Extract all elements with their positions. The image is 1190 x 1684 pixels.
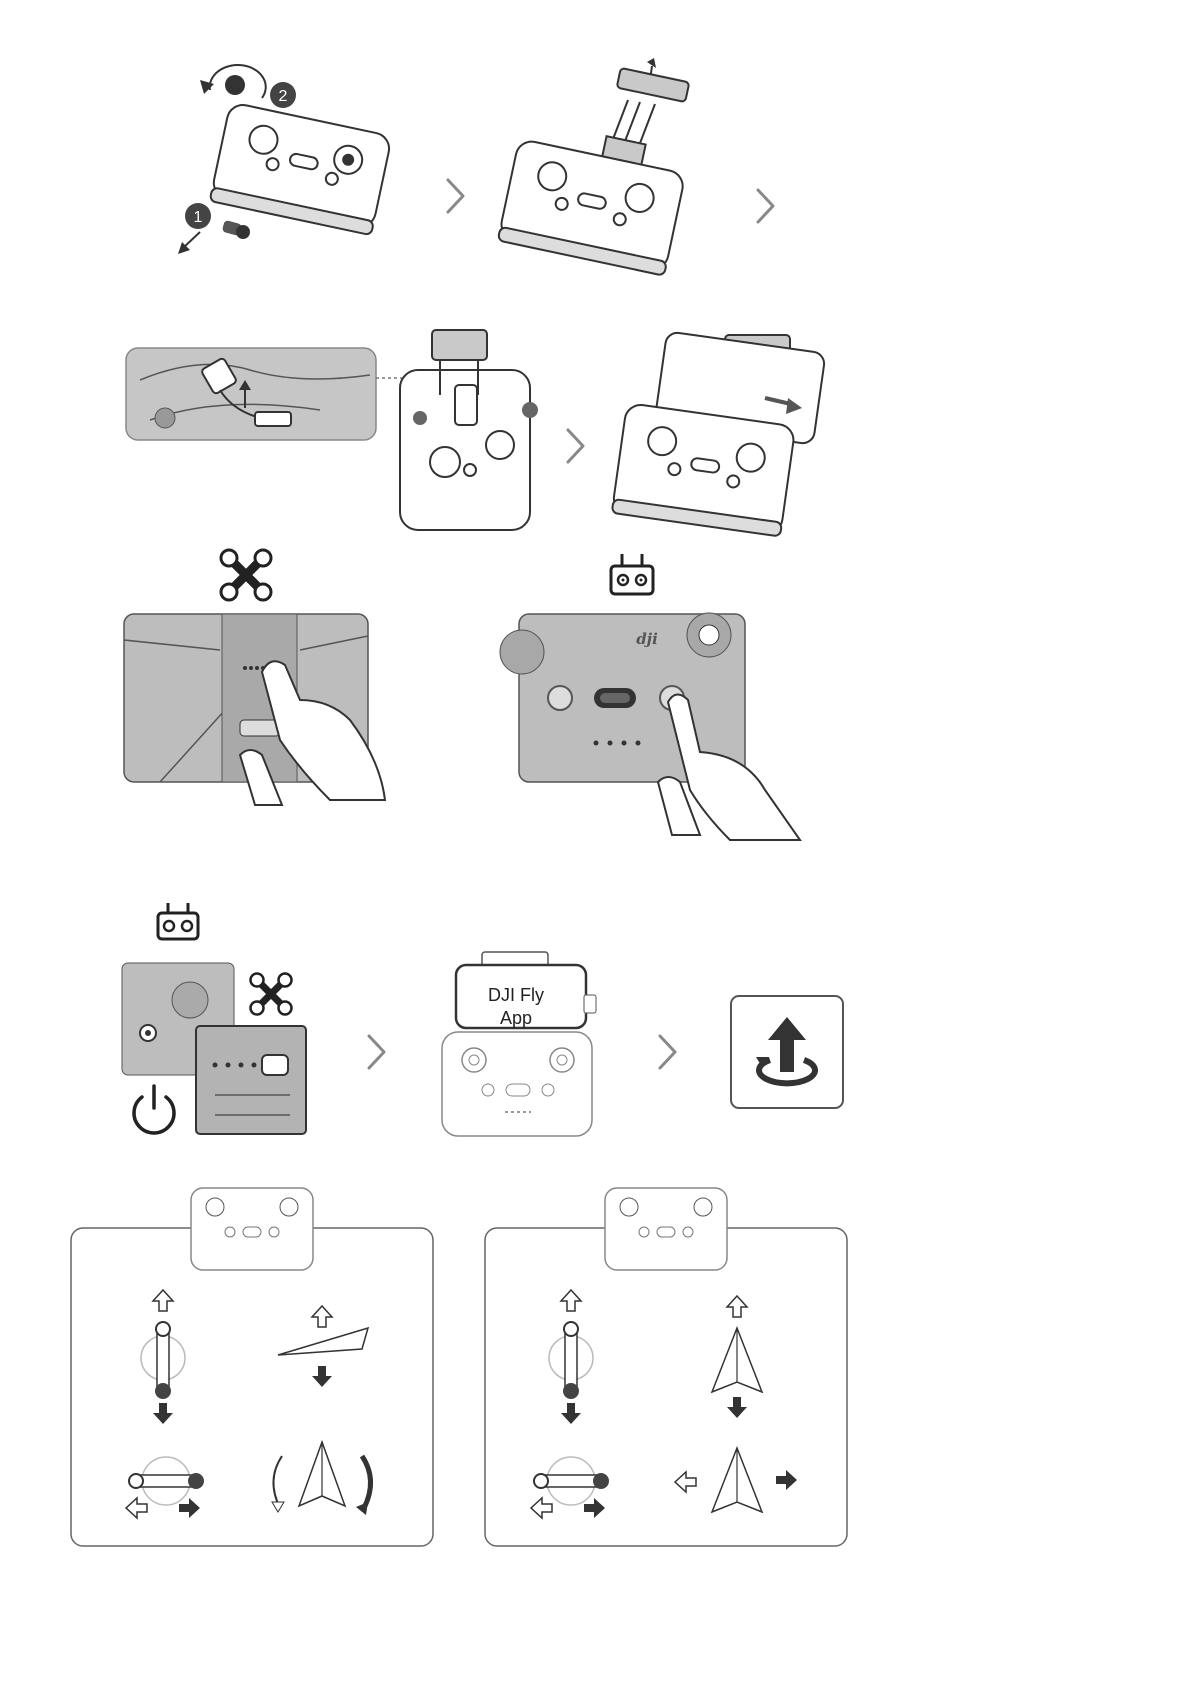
svg-text:dji: dji [636,630,658,648]
power-on-remote-panel: dji [500,613,800,840]
step-connect-cable [126,330,538,530]
power-icon [134,1086,174,1133]
app-screen-label: DJI Fly App [456,984,576,1030]
chevron-right-icon [369,1036,384,1068]
drone-icon [221,550,271,600]
open-app-controller [442,952,596,1136]
chevron-right-icon [660,1036,675,1068]
power-on-aircraft-panel [124,614,385,805]
stick-mode-panel-left [71,1188,433,1546]
stick-mode-panel-right [485,1188,847,1546]
remote-controller-icon [158,903,198,939]
step-badge-2: 2 [270,82,296,108]
drone-icon [251,974,292,1015]
svg-text:2: 2 [279,88,288,105]
chevron-right-icon [568,430,583,462]
app-name-line2: App [456,1007,576,1030]
takeoff-icon [731,996,843,1108]
svg-text:1: 1 [194,209,203,226]
remote-controller-icon [611,554,653,594]
step-detach-control-sticks: 2 1 [178,65,392,254]
step-extend-phone-holder [498,58,690,276]
step-mount-phone [612,331,826,536]
chevron-right-icon [758,190,773,222]
chevron-right-icon [448,180,463,212]
step-badge-1: 1 [185,203,211,229]
app-name-line1: DJI Fly [456,984,576,1007]
